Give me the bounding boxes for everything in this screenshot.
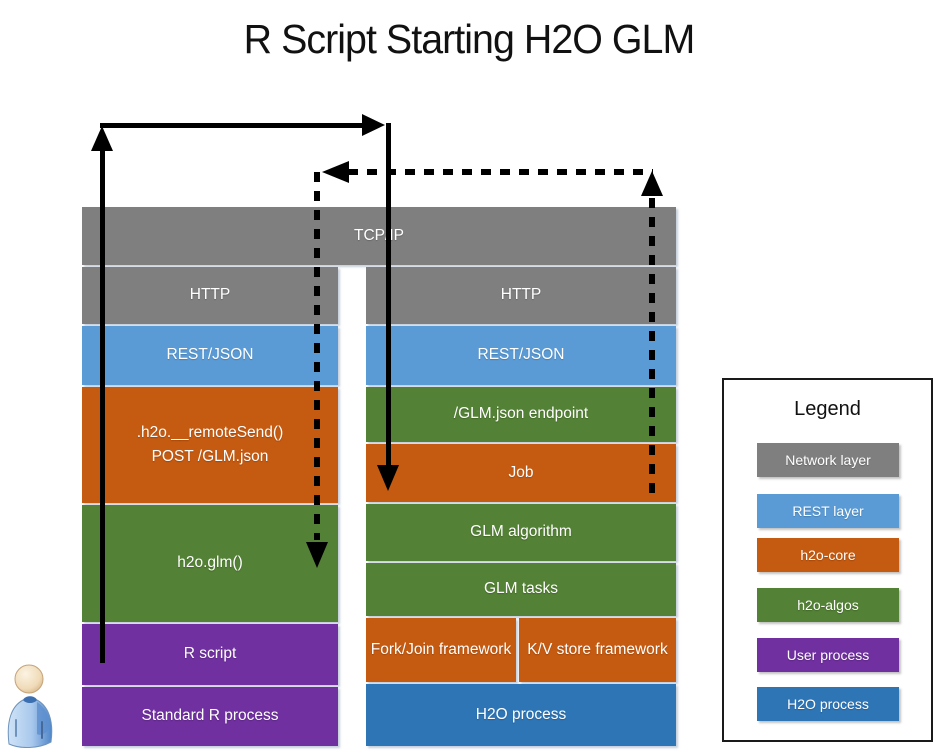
- layer-label: TCP/IP: [354, 226, 404, 244]
- layer-label: HTTP: [500, 286, 542, 304]
- layer-label: h2o.glm(): [177, 554, 243, 572]
- left-layer-box-h2o-glm: h2o.glm(): [82, 505, 338, 622]
- response-arrow-down-line: [314, 172, 320, 540]
- left-layer-box-r-script: R script: [82, 624, 338, 685]
- layer-label: K/V store framework: [527, 640, 668, 658]
- right-layer-box-kv-store-framework: K/V store framework: [519, 618, 676, 682]
- legend-item-label: h2o-core: [800, 547, 856, 563]
- right-layer-box-fork-join-framework: Fork/Join framework: [366, 618, 516, 682]
- legend-item-rest-layer: REST layer: [757, 494, 899, 528]
- layer-label: Standard R process: [141, 707, 279, 725]
- legend-item-h2o-algos: h2o-algos: [757, 588, 899, 622]
- legend-item-h2o-core: h2o-core: [757, 538, 899, 572]
- layer-label-line1: .h2o.__remoteSend(): [136, 423, 284, 441]
- left-layer-box-rest-json: REST/JSON: [82, 326, 338, 385]
- layer-label: Job: [508, 463, 534, 481]
- left-layer-box-standard-r-process: Standard R process: [82, 687, 338, 746]
- left-layer-box-http: HTTP: [82, 267, 338, 324]
- response-arrow-down-head-icon: [306, 542, 328, 568]
- right-layer-box-http: HTTP: [366, 267, 676, 324]
- request-arrow-down-head-icon: [377, 465, 399, 491]
- layer-label-line2: POST /GLM.json: [151, 448, 269, 465]
- right-layer-box-job: Job: [366, 444, 676, 502]
- layer-label: Fork/Join framework: [370, 640, 512, 658]
- right-layer-box-glm-tasks: GLM tasks: [366, 563, 676, 616]
- request-arrow-right-head-icon: [362, 114, 385, 136]
- layer-label: GLM tasks: [483, 580, 559, 598]
- layer-label: /GLM.json endpoint: [453, 405, 589, 423]
- layer-label: H2O process: [475, 705, 567, 723]
- user-person-icon: [7, 664, 53, 748]
- legend-item-user-process: User process: [757, 638, 899, 672]
- page-title: R Script Starting H2O GLM: [243, 16, 696, 62]
- legend-item-network-layer: Network layer: [757, 443, 899, 477]
- response-arrow-top-line: [348, 169, 653, 175]
- legend-item-label: REST layer: [792, 503, 864, 519]
- response-arrow-left-head-icon: [322, 161, 349, 183]
- legend-item-label: User process: [786, 647, 870, 663]
- layer-label: HTTP: [189, 286, 231, 304]
- legend-item-h2o-process: H2O process: [757, 687, 899, 721]
- layer-label: REST/JSON: [166, 346, 254, 364]
- right-layer-box-rest-json: REST/JSON: [366, 326, 676, 385]
- right-layer-box-glm-json-endpoint: /GLM.json endpoint: [366, 387, 676, 442]
- layer-box-tcpip: TCP/IP: [82, 207, 676, 265]
- legend-title: Legend: [794, 398, 861, 420]
- request-arrow-down-line: [386, 123, 391, 466]
- right-layer-box-h2o-process: H2O process: [366, 684, 676, 746]
- layer-label: GLM algorithm: [470, 523, 572, 541]
- legend-item-label: H2O process: [787, 696, 869, 712]
- legend-item-label: h2o-algos: [797, 597, 859, 613]
- request-arrow-up-line: [100, 148, 105, 663]
- legend-panel: Legend Network layer REST layer h2o-core…: [722, 378, 933, 742]
- layer-label: REST/JSON: [477, 346, 565, 364]
- right-layer-box-glm-algorithm: GLM algorithm: [366, 504, 676, 561]
- response-arrow-up-head-icon: [641, 171, 663, 196]
- layer-label: R script: [183, 645, 237, 663]
- left-layer-box-remotesend: .h2o.__remoteSend() POST /GLM.json: [82, 387, 338, 503]
- response-arrow-up-line: [649, 198, 655, 500]
- request-arrow-top-line: [100, 123, 363, 128]
- legend-item-label: Network layer: [785, 452, 871, 468]
- request-arrow-up-head-icon: [91, 126, 113, 151]
